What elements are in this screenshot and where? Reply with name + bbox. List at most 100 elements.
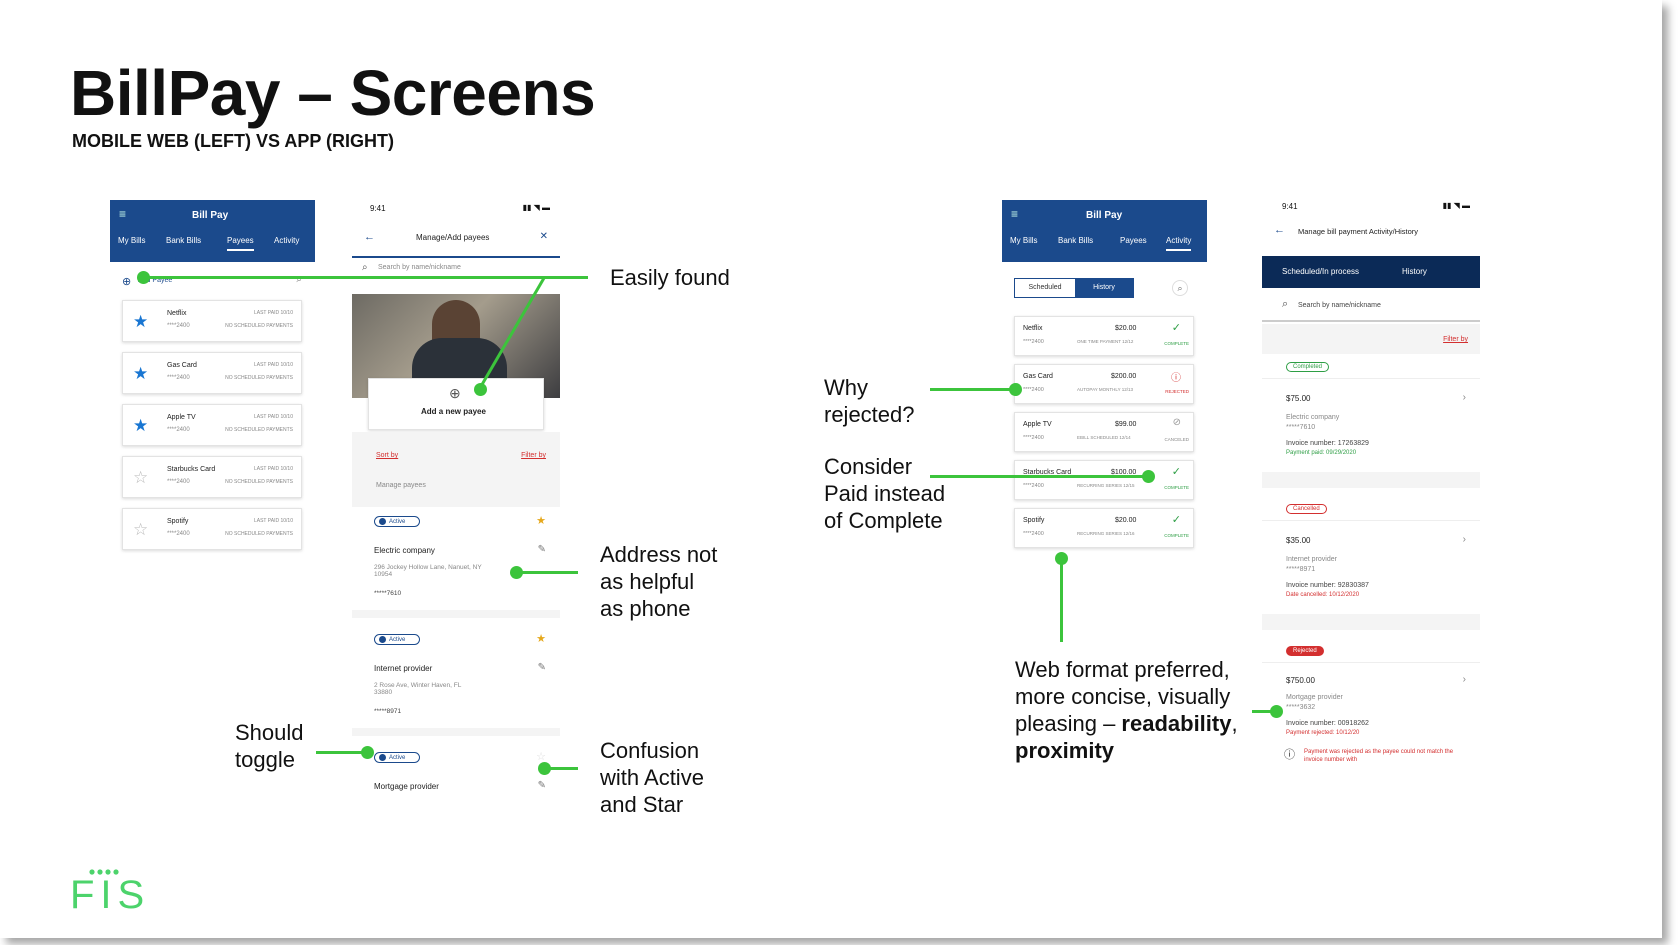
- activity-note: EBILL SCHEDULED 12/14: [1077, 435, 1131, 440]
- close-icon[interactable]: ✕: [539, 231, 548, 242]
- star-outline-icon[interactable]: ☆: [133, 520, 149, 539]
- history-entry[interactable]: Rejected $750.00 › Mortgage provider ***…: [1262, 638, 1480, 772]
- activity-payee: Gas Card: [1023, 373, 1053, 380]
- activity-account: ****2400: [1023, 531, 1044, 537]
- star-icon[interactable]: ★: [133, 364, 149, 383]
- web-activity-screen: ≡ Bill Pay My Bills Bank Bills Payees Ac…: [1002, 200, 1207, 558]
- chevron-right-icon[interactable]: ›: [1462, 534, 1466, 545]
- payee-address: 2 Rose Ave, Winter Haven, FL 33880: [374, 682, 462, 696]
- payee-item[interactable]: Active ★ Internet provider ✎ 2 Rose Ave,…: [352, 626, 560, 736]
- filter-by-link[interactable]: Filter by: [521, 452, 546, 459]
- entry-payee: Electric company: [1286, 414, 1340, 421]
- filter-by-link[interactable]: Filter by: [1443, 336, 1468, 343]
- search-row[interactable]: ⌕ Search by name/nickname: [1262, 290, 1480, 322]
- star-outline-icon[interactable]: ☆: [133, 468, 149, 487]
- annotation-line: pleasing – readability,: [1015, 710, 1238, 737]
- chevron-right-icon[interactable]: ›: [1462, 674, 1466, 685]
- slide-title: BillPay – Screens: [70, 57, 596, 129]
- scheduled-status: NO SCHEDULED PAYMENTS: [225, 479, 293, 485]
- activity-status: COMPLETE: [1164, 485, 1189, 490]
- section-label: Manage payees: [376, 482, 426, 489]
- back-arrow-icon[interactable]: ←: [1274, 224, 1285, 236]
- active-badge[interactable]: Active: [374, 634, 421, 646]
- add-payee-card[interactable]: ⊕ Add a new payee: [368, 378, 544, 430]
- payee-card[interactable]: ★ Netflix ****2400 LAST PAID 10/10 NO SC…: [122, 300, 302, 342]
- activity-note: RECURRING SERIES 12/15: [1077, 483, 1135, 488]
- scheduled-history-toggle[interactable]: Scheduled History: [1014, 278, 1134, 298]
- connector-dot: [1142, 470, 1155, 483]
- active-label: Active: [389, 755, 406, 762]
- alert-circle-icon: ⓘ: [1284, 749, 1295, 761]
- toggle-scheduled[interactable]: Scheduled: [1028, 284, 1062, 291]
- toggle-history[interactable]: History: [1075, 279, 1133, 297]
- edit-pencil-icon[interactable]: ✎: [537, 662, 546, 673]
- annotation-line: with Active: [600, 765, 704, 790]
- annotation-address: Address not as helpful as phone: [600, 541, 717, 622]
- fis-logo: FIS: [70, 868, 170, 919]
- connector-line: [146, 276, 588, 279]
- payee-card[interactable]: ★ Gas Card ****2400 LAST PAID 10/10 NO S…: [122, 352, 302, 394]
- connector-line: [548, 767, 578, 770]
- search-row[interactable]: ⌕ Search by name/nickname: [362, 262, 552, 276]
- tab-scheduled-in-process[interactable]: Scheduled/In process: [1282, 267, 1359, 276]
- tab-activity[interactable]: Activity: [1166, 236, 1192, 251]
- tab-bank-bills[interactable]: Bank Bills: [166, 236, 202, 245]
- entry-payee: Mortgage provider: [1286, 694, 1343, 701]
- activity-account: ****2400: [1023, 483, 1044, 489]
- info-icon: [379, 754, 386, 761]
- connector-line: [316, 751, 368, 754]
- annotation-line: Consider: [824, 454, 913, 479]
- activity-card[interactable]: Netflix ****2400 $20.00 ONE TIME PAYMENT…: [1014, 316, 1194, 356]
- add-payee-row[interactable]: ⊕ Add Payee ⌕: [122, 274, 302, 289]
- sort-by-link[interactable]: Sort by: [376, 452, 399, 459]
- search-icon[interactable]: ⌕: [1172, 280, 1188, 296]
- activity-card[interactable]: Apple TV ****2400 $99.00 EBILL SCHEDULED…: [1014, 412, 1194, 452]
- menu-icon[interactable]: ≡: [119, 207, 127, 221]
- star-icon[interactable]: ★: [133, 312, 149, 331]
- payee-card[interactable]: ☆ Starbucks Card ****2400 LAST PAID 10/1…: [122, 456, 302, 498]
- payee-item[interactable]: Active ☆ Mortgage provider ✎: [352, 744, 560, 800]
- tab-bank-bills[interactable]: Bank Bills: [1058, 236, 1094, 245]
- check-circle-icon: ✓: [1171, 322, 1181, 334]
- payee-card[interactable]: ☆ Spotify ****2400 LAST PAID 10/10 NO SC…: [122, 508, 302, 550]
- tab-payees[interactable]: Payees: [1120, 236, 1147, 245]
- annotation-line: as phone: [600, 596, 691, 621]
- menu-icon[interactable]: ≡: [1011, 207, 1019, 221]
- tab-my-bills[interactable]: My Bills: [118, 236, 146, 245]
- edit-pencil-icon[interactable]: ✎: [537, 780, 546, 791]
- activity-payee: Netflix: [1023, 325, 1043, 332]
- history-entry[interactable]: Completed $75.00 › Electric company ****…: [1262, 354, 1480, 488]
- tab-my-bills[interactable]: My Bills: [1010, 236, 1038, 245]
- annotation-easily-found: Easily found: [610, 265, 730, 290]
- back-arrow-icon[interactable]: ←: [364, 231, 375, 243]
- star-outline-icon[interactable]: ☆: [536, 751, 546, 763]
- connector-dot: [1270, 705, 1283, 718]
- scheduled-status: NO SCHEDULED PAYMENTS: [225, 531, 293, 537]
- activity-card[interactable]: Gas Card ****2400 $200.00 AUTOPAY MONTHL…: [1014, 364, 1194, 404]
- chevron-right-icon[interactable]: ›: [1462, 392, 1466, 403]
- app-nav-bar: ← Manage bill payment Activity/History: [1262, 220, 1480, 242]
- tab-payees[interactable]: Payees: [227, 236, 254, 251]
- web-payees-screen: ≡ Bill Pay My Bills Bank Bills Payees Ac…: [110, 200, 315, 560]
- activity-card[interactable]: Spotify ****2400 $20.00 RECURRING SERIES…: [1014, 508, 1194, 548]
- app-payees-screen: 9:41 ▮▮ ◥ ▬ ← Manage/Add payees ✕ ⌕ Sear…: [352, 200, 560, 800]
- edit-pencil-icon[interactable]: ✎: [537, 544, 546, 555]
- tab-history[interactable]: History: [1402, 267, 1427, 276]
- search-icon[interactable]: ⌕: [296, 274, 302, 285]
- scheduled-status: NO SCHEDULED PAYMENTS: [225, 427, 293, 433]
- payee-item[interactable]: Active ★ Electric company ✎ 296 Jockey H…: [352, 508, 560, 618]
- star-icon[interactable]: ★: [536, 633, 546, 645]
- history-entry[interactable]: Cancelled $35.00 › Internet provider ***…: [1262, 496, 1480, 630]
- connector-line: [930, 388, 1012, 391]
- activity-amount: $200.00: [1111, 373, 1137, 380]
- tab-activity[interactable]: Activity: [274, 236, 300, 245]
- activity-card[interactable]: Starbucks Card ****2400 $100.00 RECURRIN…: [1014, 460, 1194, 500]
- star-icon[interactable]: ★: [536, 515, 546, 527]
- active-badge[interactable]: Active: [374, 752, 421, 764]
- active-badge[interactable]: Active: [374, 516, 421, 528]
- status-badge: Cancelled: [1286, 504, 1327, 514]
- star-icon[interactable]: ★: [133, 416, 149, 435]
- status-bar: 9:41 ▮▮ ◥ ▬: [352, 200, 560, 216]
- payee-card[interactable]: ★ Apple TV ****2400 LAST PAID 10/10 NO S…: [122, 404, 302, 446]
- web-activity-header: ≡ Bill Pay My Bills Bank Bills Payees Ac…: [1002, 200, 1207, 262]
